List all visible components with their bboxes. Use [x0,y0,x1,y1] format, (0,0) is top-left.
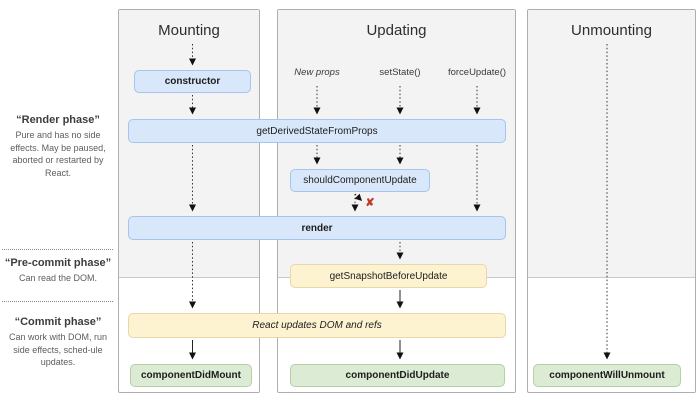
commit-phase-label: “Commit phase” Can work with DOM, run si… [3,316,113,369]
node-should-component-update: shouldComponentUpdate [290,169,430,192]
node-component-did-mount: componentDidMount [130,364,252,387]
column-title-mounting: Mounting [158,22,220,39]
node-constructor: constructor [134,70,251,93]
phase-description: Can work with DOM, run side effects, sch… [8,332,108,368]
phase-description: Can read the DOM. [18,273,98,283]
column-title-unmounting: Unmounting [571,22,652,39]
node-get-derived-state-from-props: getDerivedStateFromProps [128,119,506,143]
render-phase-label: “Render phase” Pure and has no side effe… [3,114,113,179]
trigger-force-update: forceUpdate() [447,67,507,78]
no-update-x-icon: ✘ [365,197,375,209]
node-get-snapshot-before-update: getSnapshotBeforeUpdate [290,264,487,288]
trigger-set-state: setState() [379,67,421,78]
column-unmounting: Unmounting [527,9,696,393]
node-component-will-unmount: componentWillUnmount [533,364,681,387]
phase-description: Pure and has no side effects. May be pau… [10,130,106,178]
render-phase-region [528,10,695,278]
node-render: render [128,216,506,240]
pre-commit-phase-label: “Pre-commit phase” Can read the DOM. [3,257,113,285]
column-title-updating: Updating [366,22,427,39]
node-react-updates-dom: React updates DOM and refs [128,313,506,338]
node-component-did-update: componentDidUpdate [290,364,505,387]
phase-title: “Pre-commit phase” [4,257,112,269]
trigger-new-props: New props [294,67,340,78]
phase-title: “Render phase” [16,114,100,126]
phase-title: “Commit phase” [14,316,102,328]
phase-divider [2,249,113,250]
phase-divider [2,301,113,302]
